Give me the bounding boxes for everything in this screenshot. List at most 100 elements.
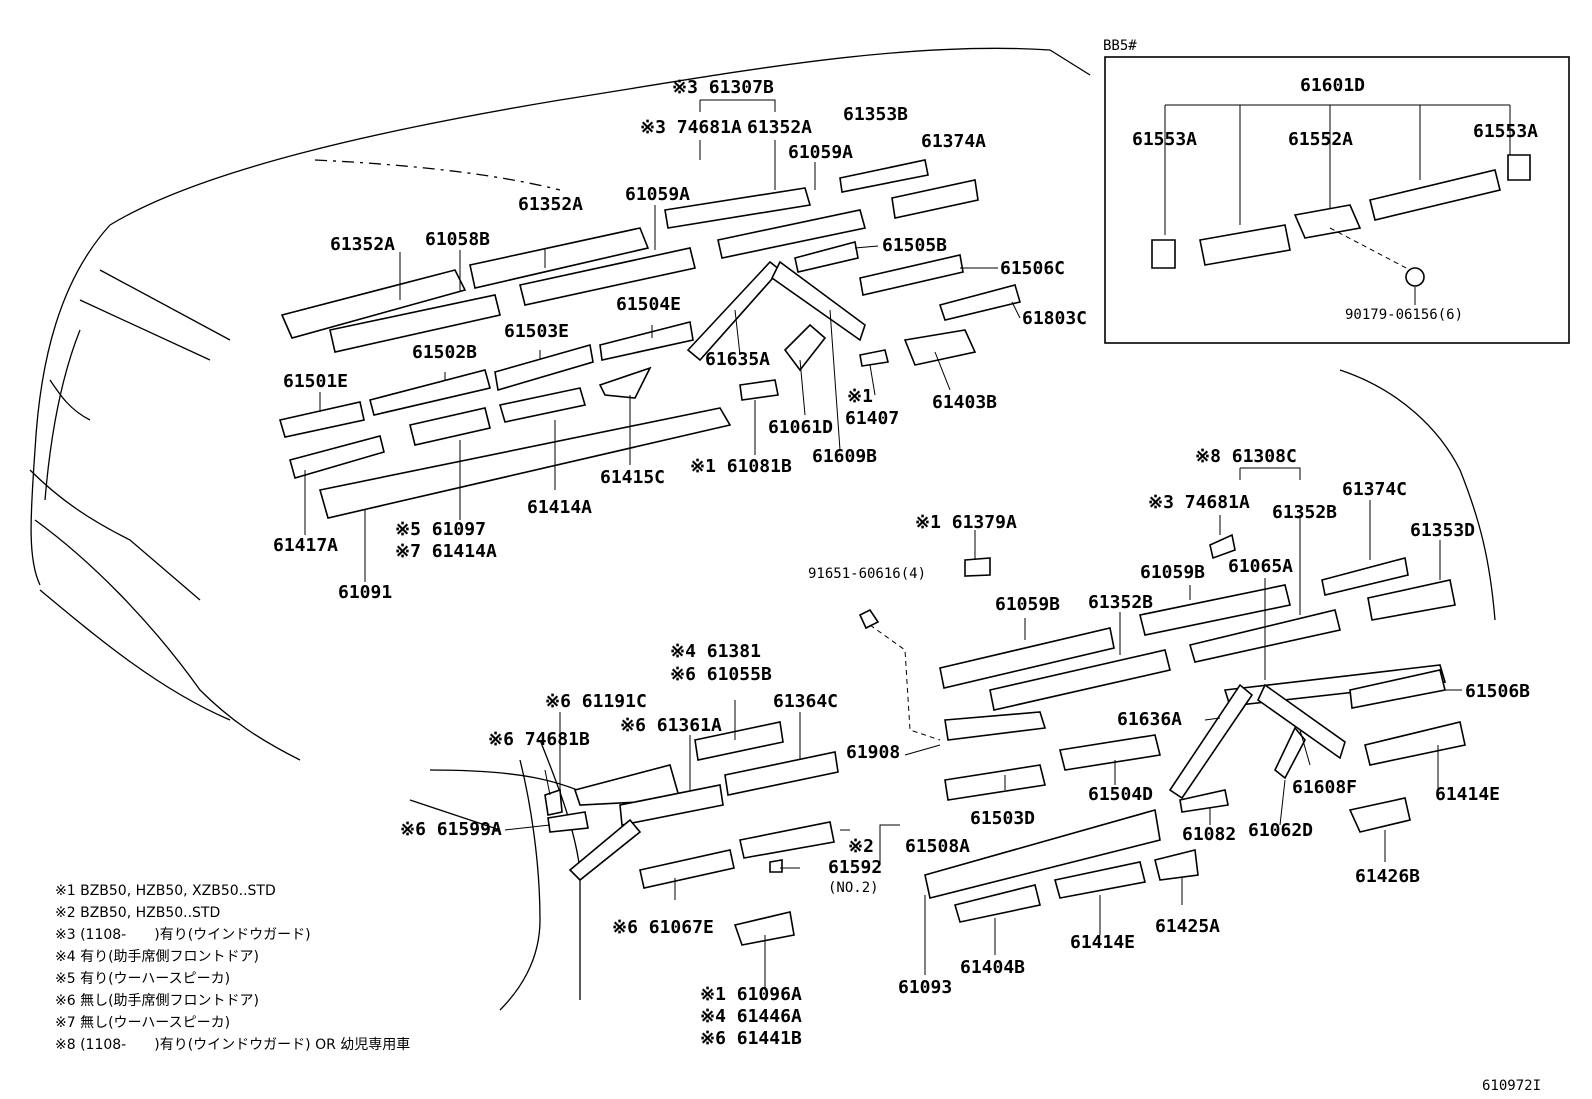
label-61501E: 61501E: [283, 371, 348, 392]
label-61059A-b: 61059A: [625, 184, 690, 205]
lower-right-parts: [858, 533, 1466, 923]
label-61379A: ※1 61379A: [915, 512, 1017, 533]
callouts-lower-left: ※4 61381 ※6 61055B ※6 61191C 61364C ※6 6…: [400, 641, 970, 1049]
label-61426B: 61426B: [1355, 866, 1420, 887]
label-61414E-a: 61414E: [1435, 784, 1500, 805]
label-61082: 61082: [1182, 824, 1236, 845]
label-61403B: 61403B: [932, 392, 997, 413]
label-61381: ※4 61381: [670, 641, 761, 662]
upper-left-parts: [278, 159, 1022, 519]
part-rail-inset-right: [1369, 169, 1501, 221]
label-74681A-b: ※3 74681A: [1148, 492, 1250, 513]
note-6: ※6 無し(助手席側フロントドア): [55, 993, 259, 1009]
callouts-lower-right: ※8 61308C ※3 74681A 61374C 61352B 61353D…: [808, 446, 1530, 998]
label-61414A-b: ※7 61414A: [395, 541, 497, 562]
label-61592-no2: (NO.2): [828, 880, 879, 896]
label-61059A-a: 61059A: [788, 142, 853, 163]
label-61609B: 61609B: [812, 446, 877, 467]
label-61407: 61407: [845, 408, 899, 429]
label-61062D: 61062D: [1248, 820, 1313, 841]
label-61601D: 61601D: [1300, 75, 1365, 96]
label-61065A: 61065A: [1228, 556, 1293, 577]
label-61908: 61908: [846, 742, 900, 763]
label-61374C: 61374C: [1342, 479, 1407, 500]
label-61097: ※5 61097: [395, 519, 486, 540]
label-61061D: 61061D: [768, 417, 833, 438]
label-61308C: ※8 61308C: [1195, 446, 1297, 467]
part-rail-inset-left: [1199, 224, 1291, 266]
label-61635A: 61635A: [705, 349, 770, 370]
label-61096A: ※1 61096A: [700, 984, 802, 1005]
label-61803C: 61803C: [1022, 308, 1087, 329]
label-61361A: ※6 61361A: [620, 715, 722, 736]
label-61081B: ※1 61081B: [690, 456, 792, 477]
label-61191C: ※6 61191C: [545, 691, 647, 712]
label-61352B-a: 61352B: [1272, 502, 1337, 523]
label-61441B: ※6 61441B: [700, 1028, 802, 1049]
note-3: ※3 (1108- )有り(ウインドウガード): [55, 927, 311, 943]
leader-lines: [304, 99, 1462, 990]
label-61502B: 61502B: [412, 342, 477, 363]
part-61552A: [1293, 204, 1362, 239]
notes-legend: ※1 BZB50, HZB50, XZB50..STD ※2 BZB50, HZ…: [55, 883, 410, 1053]
label-74681A-top: ※3 74681A: [640, 117, 742, 138]
vehicle-body-outline: [29, 47, 1496, 1011]
label-74681B: ※6 74681B: [488, 729, 590, 750]
label-61352A-c: 61352A: [330, 234, 395, 255]
label-61091: 61091: [338, 582, 392, 603]
label-61592-mark: ※2: [848, 836, 874, 857]
label-61058B: 61058B: [425, 229, 490, 250]
label-61508A: 61508A: [905, 836, 970, 857]
label-61055B: ※6 61055B: [670, 664, 772, 685]
label-61636A: 61636A: [1117, 709, 1182, 730]
label-91651: 91651-60616(4): [808, 566, 926, 582]
label-61552A: 61552A: [1288, 129, 1353, 150]
label-61608F: 61608F: [1292, 777, 1357, 798]
label-61364C: 61364C: [773, 691, 838, 712]
callouts-upper: ※3 61307B ※3 74681A 61352A 61353B 61374A…: [273, 77, 1087, 603]
label-61352A-b: 61352A: [518, 194, 583, 215]
label-61404B: 61404B: [960, 957, 1025, 978]
label-61417A: 61417A: [273, 535, 338, 556]
note-7: ※7 無し(ウーハースピーカ): [55, 1015, 230, 1031]
label-61067E: ※6 61067E: [612, 917, 714, 938]
part-61553A-right: [1507, 154, 1531, 181]
label-61093: 61093: [898, 977, 952, 998]
note-4: ※4 有り(助手席側フロントドア): [55, 949, 259, 965]
label-61592: 61592: [828, 857, 882, 878]
label-61352B-b: 61352B: [1088, 592, 1153, 613]
label-61374A: 61374A: [921, 131, 986, 152]
note-8: ※8 (1108- )有り(ウインドウガード) OR 幼児専用車: [55, 1036, 410, 1053]
part-90179-nut: [1405, 267, 1425, 287]
note-5: ※5 有り(ウーハースピーカ): [55, 971, 230, 987]
label-61353D: 61353D: [1410, 520, 1475, 541]
label-61352A-a: 61352A: [747, 117, 812, 138]
label-61307B: ※3 61307B: [672, 77, 774, 98]
callouts-inset: 61601D 61553A 61552A 61553A 90179-06156(…: [1132, 75, 1538, 323]
note-2: ※2 BZB50, HZB50..STD: [55, 905, 220, 921]
label-61414E-b: 61414E: [1070, 932, 1135, 953]
label-61353B: 61353B: [843, 104, 908, 125]
label-61599A: ※6 61599A: [400, 819, 502, 840]
label-61059B-a: 61059B: [1140, 562, 1205, 583]
label-61505B: 61505B: [882, 235, 947, 256]
lower-left-parts: [544, 721, 839, 946]
part-61553A-left: [1151, 239, 1176, 269]
figure-id: 610972I: [1482, 1078, 1541, 1094]
label-61553A-left: 61553A: [1132, 129, 1197, 150]
label-61059B-b: 61059B: [995, 594, 1060, 615]
label-61407-mark: ※1: [847, 386, 873, 407]
label-61503D: 61503D: [970, 808, 1035, 829]
label-90179: 90179-06156(6): [1345, 307, 1463, 323]
label-61506B: 61506B: [1465, 681, 1530, 702]
label-61504E: 61504E: [616, 294, 681, 315]
label-61425A: 61425A: [1155, 916, 1220, 937]
inset-title: BB5#: [1103, 38, 1137, 54]
inset-box-bb5: BB5#: [1103, 38, 1570, 344]
label-61506C: 61506C: [1000, 258, 1065, 279]
label-61503E: 61503E: [504, 321, 569, 342]
label-61414A: 61414A: [527, 497, 592, 518]
note-1: ※1 BZB50, HZB50, XZB50..STD: [55, 883, 276, 899]
label-61415C: 61415C: [600, 467, 665, 488]
